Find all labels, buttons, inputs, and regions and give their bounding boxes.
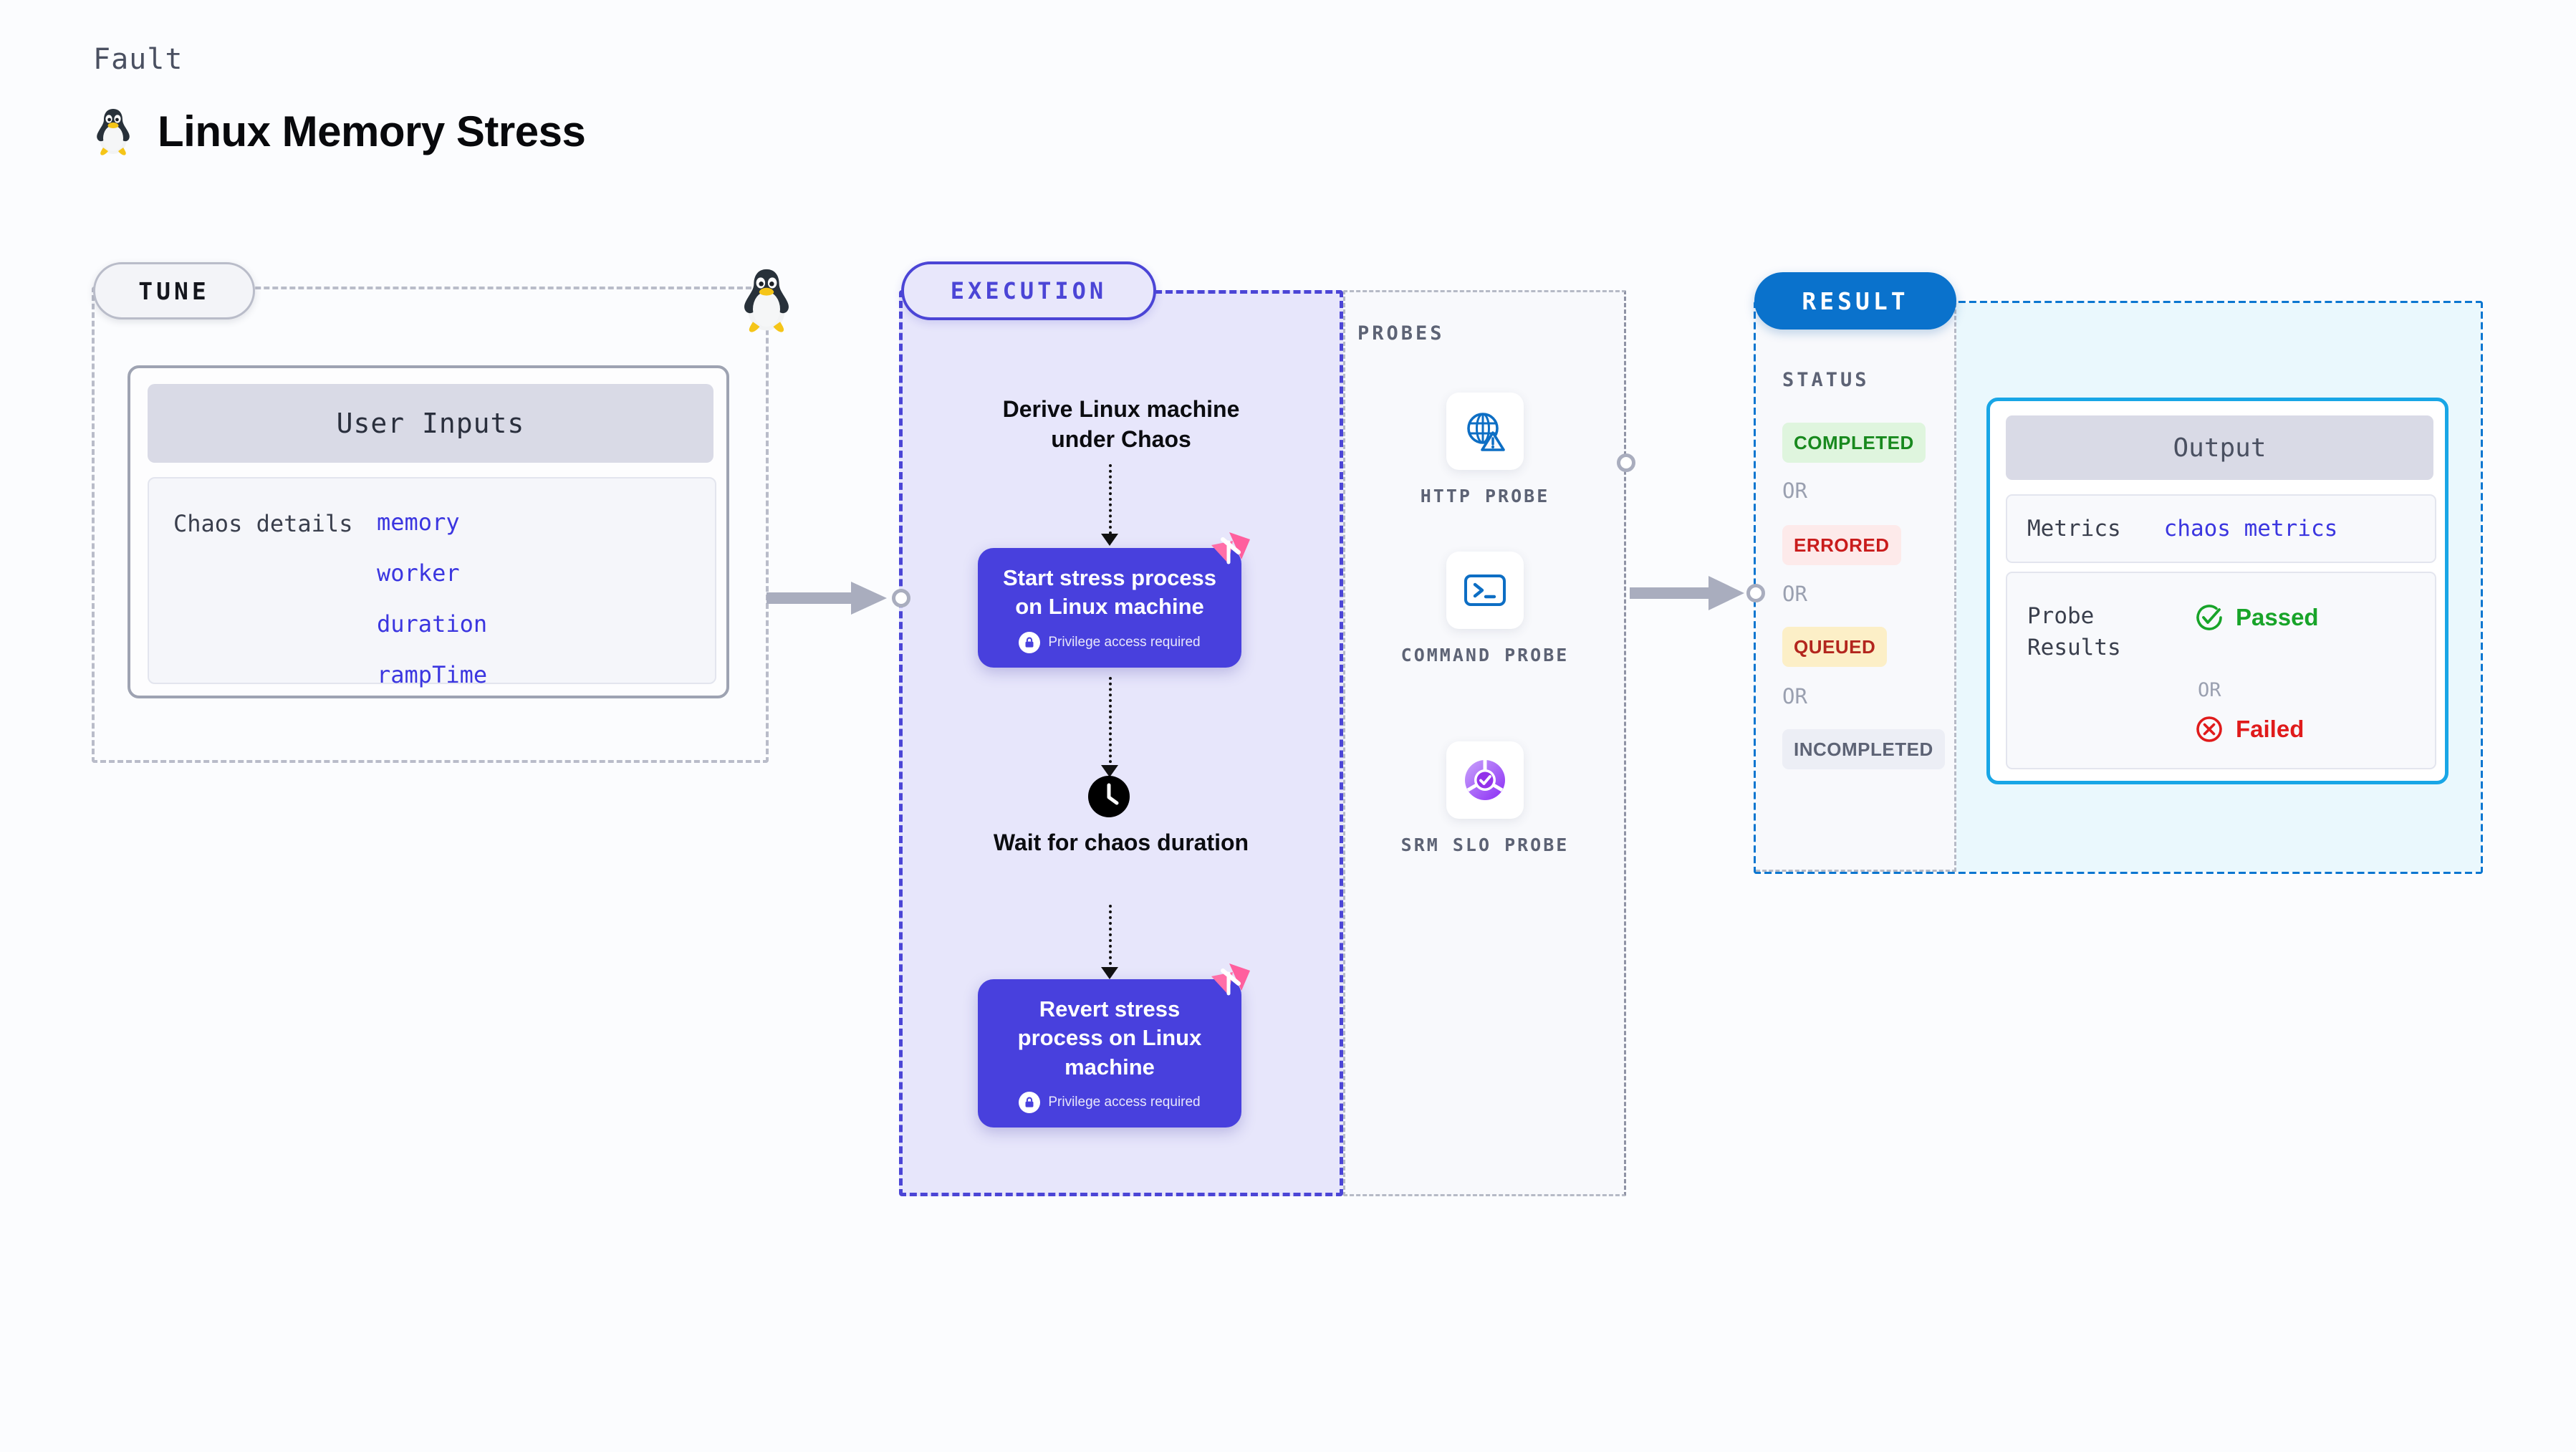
status-or-1: OR bbox=[1782, 479, 1807, 503]
globe-warning-icon bbox=[1446, 393, 1524, 470]
clock-icon bbox=[1088, 776, 1130, 817]
probe-result-or: OR bbox=[2198, 679, 2221, 701]
status-section-label: STATUS bbox=[1782, 369, 1870, 391]
probe-name: SRM SLO PROBE bbox=[1400, 835, 1570, 855]
flow-line-1 bbox=[1109, 464, 1112, 534]
user-inputs-header: User Inputs bbox=[148, 384, 713, 463]
connector-node-execution-in bbox=[892, 589, 910, 607]
page-title-row: Linux Memory Stress bbox=[93, 106, 586, 156]
exec-card-title: Revert stress process on Linux machine bbox=[1017, 996, 1202, 1080]
exec-card-revert-stress[interactable]: Revert stress process on Linux machine P… bbox=[978, 963, 1250, 1128]
status-badge-incompleted: INCOMPLETED bbox=[1782, 729, 1945, 769]
status-badge-completed: COMPLETED bbox=[1782, 423, 1926, 463]
probe-name: COMMAND PROBE bbox=[1400, 645, 1570, 665]
probe-result-failed-label: Failed bbox=[2236, 716, 2305, 742]
metrics-row: Metrics chaos metrics bbox=[2006, 494, 2436, 563]
user-inputs-body: Chaos details memory worker duration ram… bbox=[148, 477, 716, 688]
wait-step-label: Wait for chaos duration bbox=[993, 830, 1249, 855]
connector-execution-to-result bbox=[1630, 576, 1744, 610]
harness-logo-icon bbox=[1211, 532, 1250, 564]
exec-card-note-text: Privilege access required bbox=[1048, 634, 1201, 650]
derive-step-label: Derive Linux machine under Chaos bbox=[1002, 396, 1240, 453]
probe-result-failed: Failed bbox=[2195, 715, 2304, 744]
lock-icon bbox=[1019, 1091, 1041, 1113]
param-ramptime[interactable]: rampTime bbox=[377, 661, 488, 688]
exec-card-title: Start stress process on Linux machine bbox=[1002, 565, 1217, 620]
flow-line-3 bbox=[1109, 905, 1112, 971]
connector-node-probes-out bbox=[1617, 453, 1635, 472]
probe-result-passed-label: Passed bbox=[2236, 604, 2319, 630]
probes-section-label: PROBES bbox=[1357, 322, 1445, 345]
probe-name: HTTP PROBE bbox=[1420, 486, 1550, 506]
flow-arrow-3 bbox=[1101, 967, 1118, 979]
harness-logo-icon bbox=[1211, 963, 1250, 996]
user-inputs-card: User Inputs Chaos details memory worker … bbox=[128, 365, 729, 698]
connector-node-result-in bbox=[1746, 584, 1765, 602]
flow-line-2 bbox=[1109, 677, 1112, 769]
x-circle-icon bbox=[2196, 716, 2222, 742]
probe-item-command[interactable]: COMMAND PROBE bbox=[1395, 552, 1575, 668]
result-pill-label: RESULT bbox=[1754, 272, 1956, 330]
slo-check-icon bbox=[1446, 741, 1524, 819]
exec-card-start-stress[interactable]: Start stress process on Linux machine Pr… bbox=[978, 532, 1250, 668]
status-badge-errored: ERRORED bbox=[1782, 525, 1901, 565]
metrics-label: Metrics bbox=[2027, 516, 2121, 542]
execution-pill-label: EXECUTION bbox=[901, 261, 1156, 320]
tune-pill-label: TUNE bbox=[93, 262, 255, 319]
output-header: Output bbox=[2006, 415, 2433, 480]
status-or-3: OR bbox=[1782, 684, 1807, 708]
chaos-details-label: Chaos details bbox=[173, 510, 353, 537]
tune-panel bbox=[92, 287, 769, 763]
probe-result-passed: Passed bbox=[2195, 603, 2319, 632]
check-circle-icon bbox=[2196, 605, 2222, 630]
flow-arrow-2 bbox=[1101, 765, 1118, 777]
page-header: Fault Linux Memory Stress bbox=[93, 43, 586, 156]
exec-card-note: Privilege access required bbox=[1019, 631, 1201, 653]
exec-card-note-text: Privilege access required bbox=[1048, 1094, 1201, 1110]
page-title: Linux Memory Stress bbox=[158, 107, 586, 155]
param-worker[interactable]: worker bbox=[377, 559, 460, 587]
status-or-2: OR bbox=[1782, 582, 1807, 606]
terminal-icon bbox=[1446, 552, 1524, 629]
status-badge-queued: QUEUED bbox=[1782, 627, 1888, 667]
tux-penguin-icon bbox=[744, 269, 789, 332]
chaos-params-list: memory worker duration rampTime bbox=[377, 509, 487, 688]
fault-eyebrow-label: Fault bbox=[93, 43, 183, 76]
flow-arrow-1 bbox=[1101, 534, 1118, 546]
exec-card-note: Privilege access required bbox=[1019, 1091, 1201, 1113]
tux-penguin-icon bbox=[97, 109, 130, 155]
lock-icon bbox=[1019, 631, 1041, 653]
param-duration[interactable]: duration bbox=[377, 610, 488, 638]
connector-tune-to-execution bbox=[766, 582, 887, 615]
probe-item-http[interactable]: HTTP PROBE bbox=[1395, 393, 1575, 509]
metrics-value[interactable]: chaos metrics bbox=[2163, 516, 2338, 542]
probe-item-srm-slo[interactable]: SRM SLO PROBE bbox=[1395, 741, 1575, 857]
status-column bbox=[1756, 303, 1956, 872]
param-memory[interactable]: memory bbox=[377, 509, 460, 536]
